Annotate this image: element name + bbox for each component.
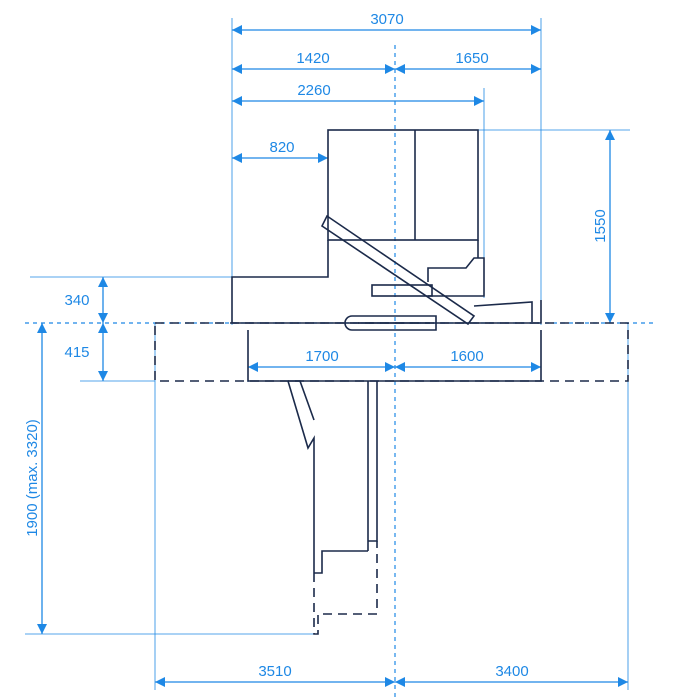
ejector-rod — [344, 315, 437, 331]
label-foundation-left: 3510 — [258, 663, 291, 680]
machine-base — [231, 240, 542, 324]
label-overall-width: 3070 — [370, 11, 403, 28]
label-pit-left: 1700 — [305, 348, 338, 365]
label-height-above: 1550 — [592, 209, 609, 242]
label-to-chute: 2260 — [297, 82, 330, 99]
side-rail — [371, 284, 433, 297]
output-tray — [473, 301, 533, 322]
label-column-height: 1900 (max. 3320) — [24, 419, 41, 537]
label-pit-depth: 415 — [64, 344, 89, 361]
label-pit-right: 1600 — [450, 348, 483, 365]
upper-cabinet — [327, 129, 479, 241]
dimension-labels: 3070 1420 1650 2260 820 1550 340 415 170… — [24, 11, 609, 680]
label-right-of-center: 1650 — [455, 50, 488, 67]
pit-frame — [247, 330, 542, 382]
dimension-arrows — [37, 25, 628, 687]
label-foundation-right: 3400 — [495, 663, 528, 680]
machine-outline — [231, 129, 542, 331]
label-to-cabinet: 820 — [269, 139, 294, 156]
foundation-outline — [154, 322, 629, 382]
support-column — [287, 380, 378, 635]
feed-unit — [427, 257, 485, 297]
label-base-height: 340 — [64, 292, 89, 309]
inclined-chute — [320, 214, 476, 326]
label-left-of-center: 1420 — [296, 50, 329, 67]
